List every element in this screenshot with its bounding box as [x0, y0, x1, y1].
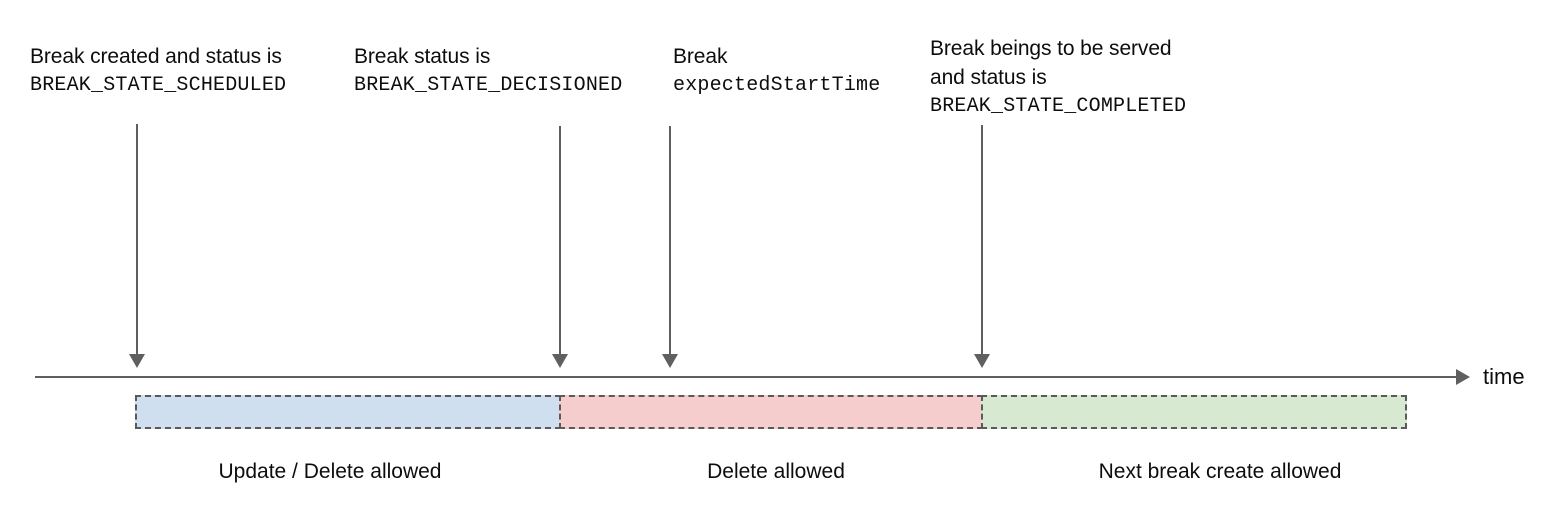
- marker-line-expected-start-time: [669, 126, 671, 356]
- annotation-scheduled-line-2: BREAK_STATE_SCHEDULED: [30, 74, 287, 97]
- annotation-expected-start-time-line-2: expectedStartTime: [673, 74, 881, 97]
- phase-caption-next-break-create: Next break create allowed: [1098, 460, 1342, 483]
- annotation-completed: Break beings to be served and status is …: [930, 34, 1186, 121]
- annotation-expected-start-time: Break expectedStartTime: [673, 42, 880, 100]
- time-axis-line: [35, 376, 1456, 378]
- annotation-completed-line-2: and status is: [930, 66, 1047, 89]
- annotation-scheduled-line-1: Break created and status is: [30, 45, 282, 68]
- annotation-scheduled: Break created and status is BREAK_STATE_…: [30, 42, 286, 100]
- arrow-down-icon-scheduled: [129, 354, 145, 368]
- annotation-expected-start-time-line-1: Break: [673, 45, 728, 68]
- time-axis-label: time: [1483, 364, 1525, 389]
- annotation-decisioned-line-1: Break status is: [354, 45, 491, 68]
- phase-caption-update-delete: Update / Delete allowed: [218, 460, 442, 483]
- annotation-decisioned: Break status is BREAK_STATE_DECISIONED: [354, 42, 622, 100]
- marker-line-decisioned: [559, 126, 561, 356]
- annotation-completed-line-3: BREAK_STATE_COMPLETED: [930, 95, 1187, 118]
- arrow-down-icon-completed: [974, 354, 990, 368]
- arrow-down-icon-decisioned: [552, 354, 568, 368]
- arrow-down-icon-expected-start-time: [662, 354, 678, 368]
- arrow-right-icon: [1456, 369, 1470, 385]
- phase-bar-update-delete: [135, 395, 561, 429]
- annotation-decisioned-line-2: BREAK_STATE_DECISIONED: [354, 74, 623, 97]
- phase-caption-delete-only: Delete allowed: [707, 460, 845, 483]
- annotation-completed-line-1: Break beings to be served: [930, 37, 1172, 60]
- phase-bar-delete-only: [559, 395, 983, 429]
- phase-bar-next-break-create: [981, 395, 1407, 429]
- marker-line-completed: [981, 125, 983, 356]
- marker-line-scheduled: [136, 124, 138, 356]
